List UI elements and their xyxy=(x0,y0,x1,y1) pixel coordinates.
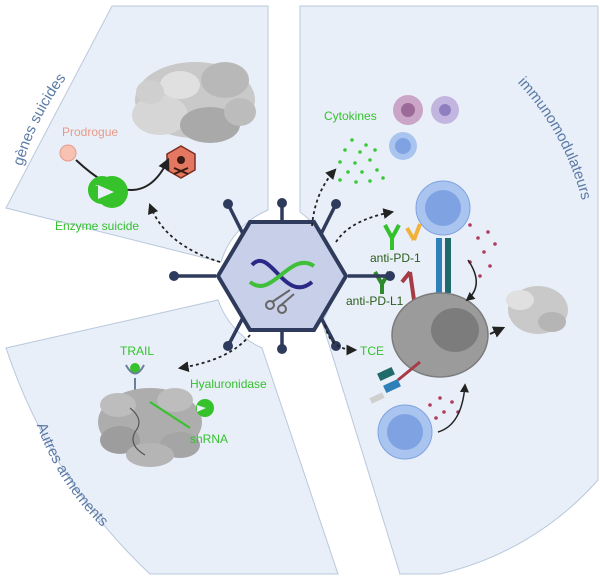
trail-receptor-icon xyxy=(125,363,145,390)
cytotoxic-arrow-bottom xyxy=(437,383,469,433)
label-suicide-enzyme: Enzyme suicide xyxy=(55,219,139,233)
lytic-granules-top xyxy=(468,223,497,278)
label-tce: TCE xyxy=(360,344,384,358)
dna-strand-green xyxy=(248,261,316,288)
label-shrna: shRNA xyxy=(190,432,228,446)
tumor-cells-cluster-bottom xyxy=(98,388,202,467)
scissors-icon xyxy=(265,289,295,314)
tumor-cells-cluster-top xyxy=(132,62,256,143)
label-prodrug: Prodrogue xyxy=(62,125,118,139)
tumor-lysis-arrow xyxy=(489,326,506,338)
t-cell-bottom xyxy=(377,404,433,460)
cytotoxic-arrow-top xyxy=(465,259,477,302)
label-anti-pd1: anti-PD-1 xyxy=(370,251,421,265)
virus-spikes xyxy=(169,198,395,354)
label-cytokines: Cytokines xyxy=(324,109,377,123)
oncolytic-virus xyxy=(169,198,395,354)
arrow-to-other-armaments xyxy=(177,334,251,372)
label-hyaluronidase: Hyaluronidase xyxy=(190,377,267,391)
prodrug-molecule xyxy=(59,144,77,162)
label-anti-pdl1: anti-PD-L1 xyxy=(346,294,404,308)
conversion-arrow xyxy=(75,157,170,191)
tumor-cell-main xyxy=(391,292,489,378)
dying-tumor-cells-right xyxy=(506,286,568,334)
activated-drug-icon xyxy=(166,145,196,179)
label-trail: TRAIL xyxy=(120,344,154,358)
immune-cells-cytokine xyxy=(389,95,459,160)
arrow-to-suicide-genes xyxy=(147,202,221,263)
tce-engager-icon xyxy=(369,360,421,404)
cytokine-dots xyxy=(338,138,385,184)
lytic-granules-bottom xyxy=(428,396,460,420)
pd1-antibody-icon xyxy=(383,223,422,250)
arrow-to-cytokines xyxy=(311,168,337,227)
t-cell-top xyxy=(415,180,471,293)
